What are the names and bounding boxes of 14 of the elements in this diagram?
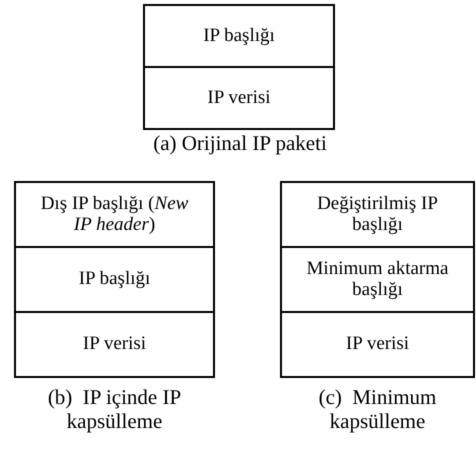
field-label: Değiştirilmiş IP başlığı [316, 194, 439, 236]
field-label: IP verisi [207, 88, 271, 108]
packet-box [14, 181, 215, 378]
field-label: IP başlığı [203, 26, 275, 46]
field-label: IP verisi [82, 334, 146, 355]
packet-box [280, 181, 475, 378]
figure-caption: (c) Minimum kapsülleme [318, 385, 438, 434]
field-label: IP verisi [346, 334, 410, 355]
field-label: IP başlığı [78, 269, 150, 290]
field-label: Minimum aktarma başlığı [306, 258, 450, 300]
packet-box [143, 4, 335, 130]
figure-caption: (a) Orijinal IP paketi [152, 131, 328, 156]
field-label: Dış IP başlığı (New IP header) [40, 194, 190, 236]
figure-caption: (b) IP içinde IP kapsülleme [46, 385, 182, 434]
